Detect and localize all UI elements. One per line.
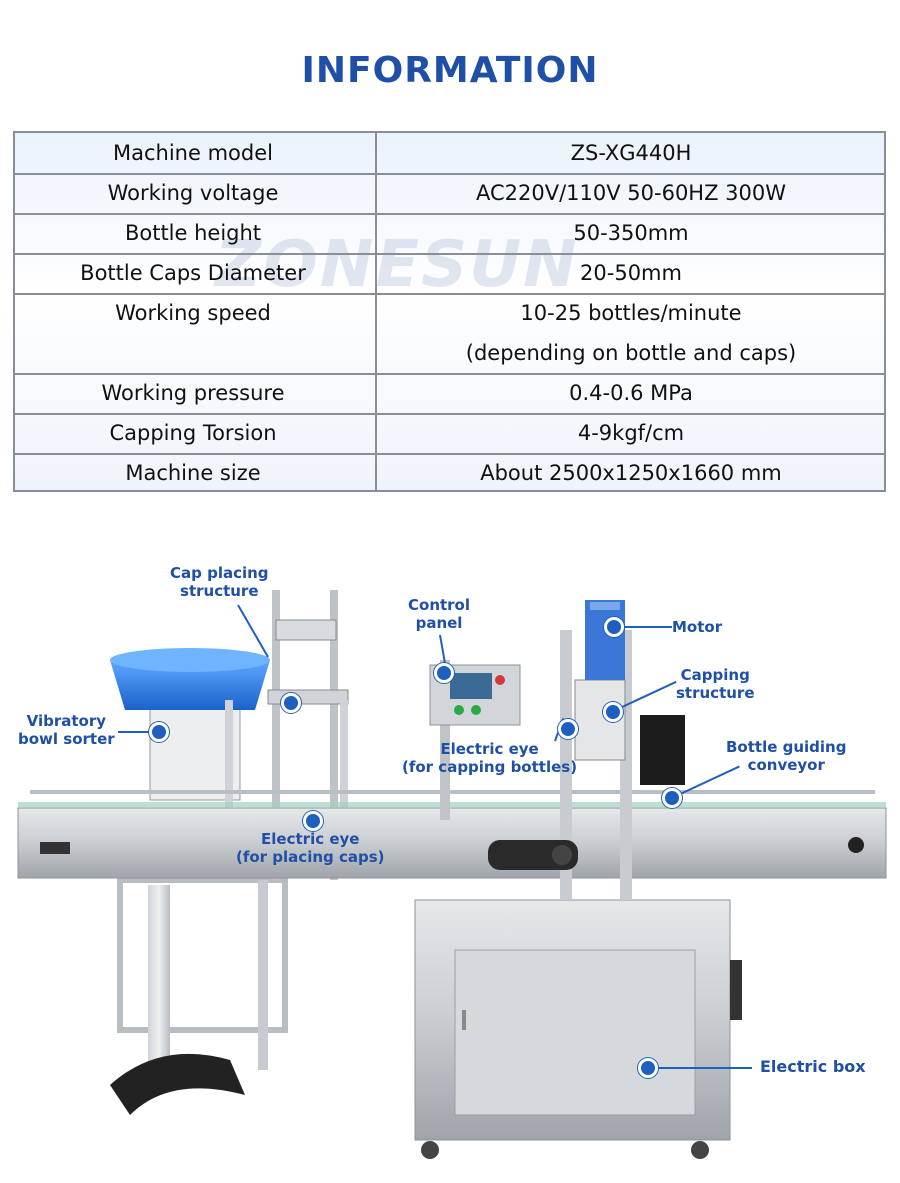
conveyor-marker — [662, 788, 682, 808]
spec-table: ZONESUN Machine model ZS-XG440H Working … — [13, 131, 886, 492]
motor-label: Motor — [672, 618, 723, 636]
motor-shape — [585, 600, 625, 680]
spec-value: 0.4-0.6 MPa — [569, 381, 693, 405]
row-divider — [15, 173, 884, 175]
vibratory-bowl-marker — [149, 722, 169, 742]
vibratory-bowl-label: Vibratory bowl sorter — [18, 712, 115, 748]
conveyor-label: Bottle guiding conveyor — [726, 738, 847, 774]
vibratory-bowl — [110, 660, 270, 710]
cap-placing-label: Cap placing structure — [170, 564, 269, 600]
row-divider — [15, 373, 884, 375]
conveyor-body — [17, 807, 887, 879]
spec-label: Machine size — [125, 461, 261, 485]
spec-label: Working voltage — [107, 181, 279, 205]
eye-capping-marker — [558, 719, 578, 739]
capping-structure-marker — [603, 702, 623, 722]
row-divider — [15, 293, 884, 295]
spec-label: Bottle height — [124, 221, 262, 245]
eye-caps-marker — [303, 811, 323, 831]
spec-value: 4-9kgf/cm — [577, 421, 685, 445]
spec-label: Working pressure — [101, 381, 285, 405]
spec-value: 20-50mm — [580, 261, 682, 285]
spec-label: Bottle Caps Diameter — [80, 261, 306, 285]
eye-capping-label: Electric eye (for capping bottles) — [402, 740, 578, 776]
bowl-stand — [117, 877, 288, 1033]
machine-illustration: Cap placing structure Control panel Moto… — [0, 520, 900, 1179]
bowl-stand-leg — [148, 885, 170, 1065]
control-panel-marker — [434, 663, 454, 683]
eye-caps-label: Electric eye (for placing caps) — [236, 830, 385, 866]
spec-value: ZS-XG440H — [570, 141, 692, 165]
capping-structure-label: Capping structure — [676, 666, 755, 702]
electric-box-door — [454, 949, 696, 1116]
spec-value: About 2500x1250x1660 mm — [480, 461, 782, 485]
machine-drawing — [17, 590, 887, 1159]
column-divider — [375, 133, 377, 490]
control-panel-label: Control panel — [408, 596, 471, 632]
page-title: INFORMATION — [301, 50, 599, 91]
row-divider — [15, 453, 884, 455]
row-divider — [15, 213, 884, 215]
electric-box-label: Electric box — [760, 1057, 866, 1076]
spec-label: Working speed — [115, 301, 271, 325]
spec-value: AC220V/110V 50-60HZ 300W — [475, 181, 787, 205]
spec-label: Capping Torsion — [109, 421, 277, 445]
spec-label: Machine model — [113, 141, 273, 165]
spec-value: 10-25 bottles/minute — [520, 301, 742, 325]
electric-box-marker — [638, 1058, 658, 1078]
spec-value-note: (depending on bottle and caps) — [465, 341, 797, 365]
cap-placing-marker — [281, 693, 301, 713]
motor-marker — [604, 617, 624, 637]
spec-value: 50-350mm — [573, 221, 689, 245]
row-divider — [15, 253, 884, 255]
row-divider — [15, 413, 884, 415]
bowl-base — [110, 1053, 245, 1115]
watermark: ZONESUN — [215, 228, 579, 302]
